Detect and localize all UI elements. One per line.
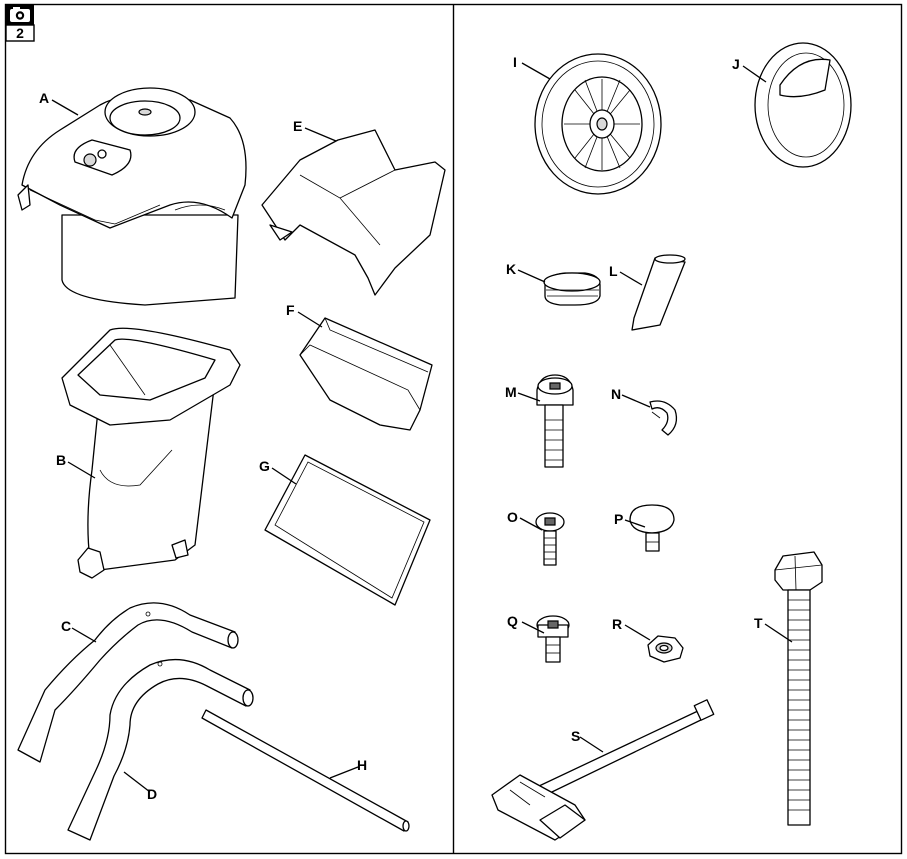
part-c-handle (17, 602, 239, 763)
label-b: B (56, 452, 66, 468)
label-s: S (571, 728, 580, 744)
label-e: E (293, 118, 302, 134)
part-o-screw (535, 512, 565, 566)
label-k: K (506, 261, 516, 277)
part-q-screw (536, 615, 570, 663)
part-b-hopper (61, 327, 241, 579)
figure-badge: 2 (5, 5, 35, 42)
figure-number: 2 (16, 25, 24, 41)
label-t: T (754, 615, 763, 631)
part-s-wrench (491, 699, 715, 841)
label-a: A (39, 90, 49, 106)
part-g-plate (264, 454, 431, 606)
label-j: J (732, 56, 740, 72)
part-r-nut (647, 635, 684, 663)
label-p: P (614, 511, 623, 527)
part-e-cover (261, 129, 446, 296)
part-l-wedge (631, 254, 686, 331)
label-g: G (259, 458, 270, 474)
label-h: H (357, 757, 367, 773)
part-m-screw (536, 374, 574, 468)
label-r: R (612, 616, 622, 632)
part-d-handle (67, 658, 254, 841)
label-o: O (507, 509, 518, 525)
label-m: M (505, 384, 517, 400)
label-c: C (61, 618, 71, 634)
part-t-bolt (774, 551, 823, 826)
part-h-rod (201, 709, 410, 832)
part-n-clip (649, 400, 678, 436)
part-p-bolt (629, 504, 675, 552)
part-j-hubcap (754, 42, 852, 168)
camera-icon (10, 7, 30, 22)
part-i-wheel (534, 53, 662, 195)
label-f: F (286, 302, 295, 318)
label-q: Q (507, 613, 518, 629)
label-l: L (609, 263, 618, 279)
part-a-motor-housing (17, 87, 247, 306)
label-n: N (611, 386, 621, 402)
label-d: D (147, 786, 157, 802)
part-f-deflector (299, 317, 433, 431)
part-labels: A B C D E F G H I J K L M N O P Q R S T (39, 54, 763, 802)
leader-lines (51, 62, 793, 793)
label-i: I (513, 54, 517, 70)
part-k-cap (543, 272, 601, 306)
